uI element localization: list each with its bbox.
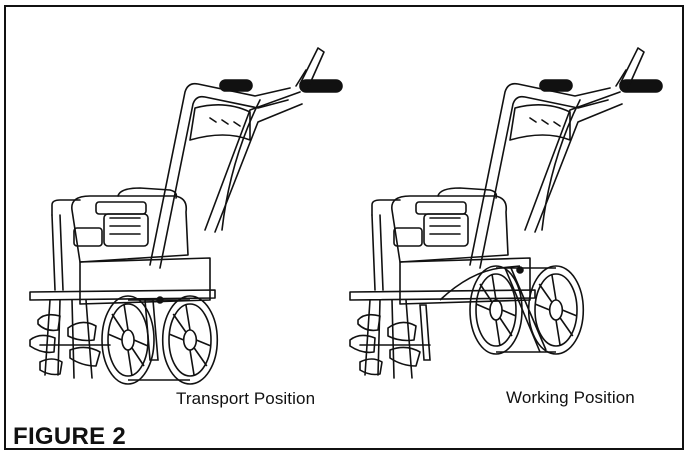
- working-position-caption: Working Position: [506, 388, 635, 407]
- figure-label: FIGURE 2: [13, 423, 127, 450]
- transport-position-caption: Transport Position: [176, 389, 316, 408]
- tiller-transport-illustration: [29, 47, 343, 385]
- tiller-working-illustration: [349, 47, 663, 379]
- figure-frame: [4, 5, 684, 450]
